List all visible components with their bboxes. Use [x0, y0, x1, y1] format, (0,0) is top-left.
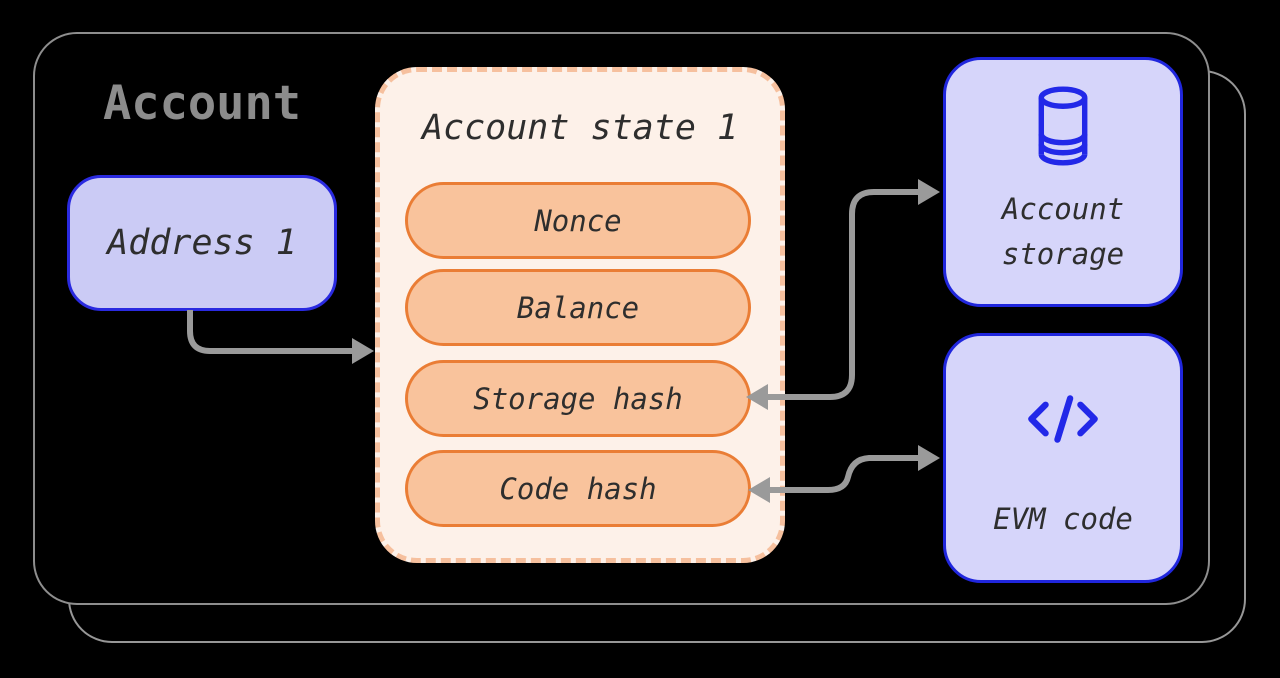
state-field-storage-hash: Storage hash	[405, 360, 751, 437]
account-storage-box: Account storage	[943, 57, 1183, 307]
evm-code-label-line: EVM code	[993, 502, 1133, 536]
account-storage-label: Account storage	[1002, 187, 1124, 277]
account-storage-label-line1: Account	[1001, 192, 1125, 226]
evm-code-label: EVM code	[993, 497, 1133, 542]
state-field-balance: Balance	[405, 269, 751, 346]
state-field-label: Code hash	[499, 471, 657, 506]
state-field-label: Nonce	[534, 203, 622, 238]
account-title: Account	[103, 76, 302, 131]
address-label: Address 1	[107, 223, 297, 263]
state-field-code-hash: Code hash	[405, 450, 751, 527]
state-field-label: Storage hash	[473, 381, 683, 416]
address-box: Address 1	[67, 175, 337, 311]
evm-code-box: EVM code	[943, 333, 1183, 583]
state-field-nonce: Nonce	[405, 182, 751, 259]
account-state-title: Account state 1	[421, 108, 739, 148]
account-state-box: Account state 1 Nonce Balance Storage ha…	[375, 67, 785, 563]
code-icon	[1025, 388, 1101, 457]
account-storage-label-line2: storage	[1001, 237, 1125, 271]
database-icon	[1032, 86, 1094, 173]
state-field-label: Balance	[516, 290, 640, 325]
